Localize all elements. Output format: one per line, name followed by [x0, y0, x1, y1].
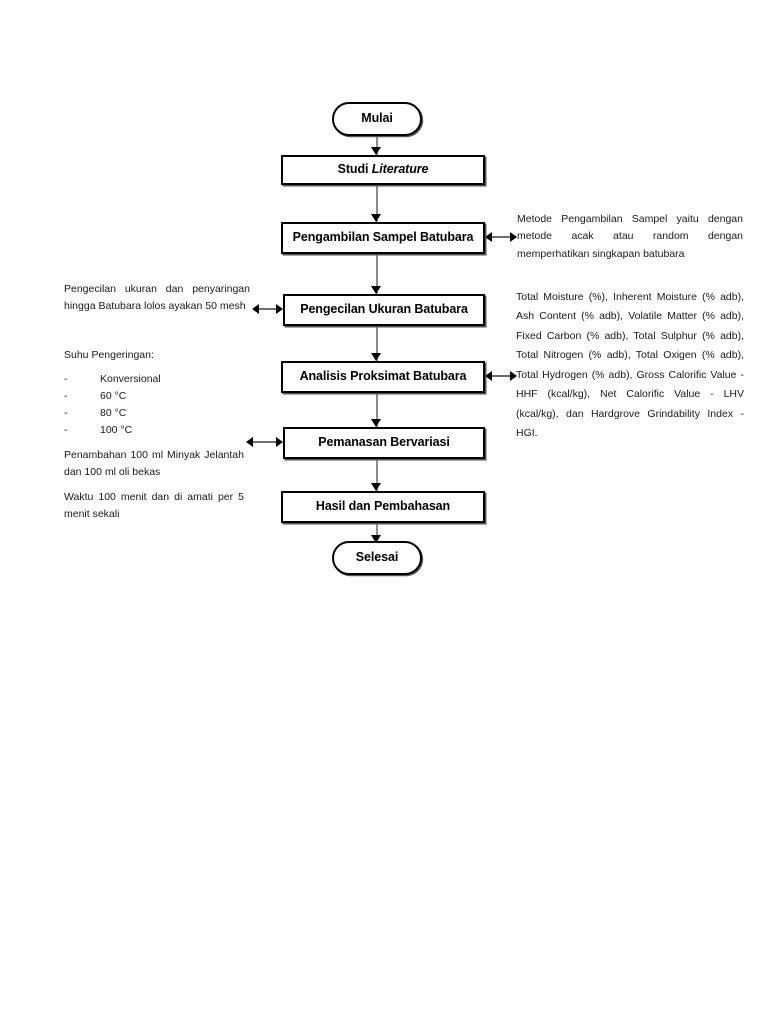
- connector-studi-sampel-line: [376, 185, 378, 222]
- connector-start-studi-head: [371, 147, 381, 155]
- list-bullet-dash: -: [64, 390, 68, 402]
- node-pengambilan-sampel[interactable]: Pengambilan Sampel Batubara: [281, 222, 485, 254]
- arrow-head-left-icon: [246, 437, 253, 447]
- node-pengecilan-ukuran[interactable]: Pengecilan Ukuran Batubara: [283, 294, 485, 326]
- list-item-label: 100 °C: [100, 424, 133, 436]
- arrow-head-left-icon: [485, 232, 492, 242]
- list-bullet-dash: -: [64, 373, 68, 385]
- node-end-label: Selesai: [355, 550, 399, 565]
- node-pengambilan-sampel-label: Pengambilan Sampel Batubara: [292, 230, 474, 245]
- list-item-label: Konversional: [100, 373, 161, 385]
- annotation-sampel-right: Metode Pengambilan Sampel yaitu dengan m…: [517, 211, 743, 263]
- connector-pemanas-hasil-line: [376, 459, 378, 491]
- list-item: - 100 °C: [64, 422, 264, 439]
- arrow-head-left-icon: [252, 304, 259, 314]
- annotation-waktu-left-text: Waktu 100 menit dan di amati per 5 menit…: [64, 491, 244, 521]
- node-pengecilan-ukuran-label: Pengecilan Ukuran Batubara: [300, 302, 468, 317]
- node-pemanasan-bervariasi-label: Pemanasan Bervariasi: [318, 435, 450, 450]
- annotation-waktu-left: Waktu 100 menit dan di amati per 5 menit…: [64, 489, 244, 524]
- list-item-label: 60 °C: [100, 390, 127, 402]
- arrow-head-left-icon: [485, 371, 492, 381]
- arrow-head-right-icon: [510, 371, 517, 381]
- list-item: - 60 °C: [64, 388, 264, 405]
- list-item-label: 80 °C: [100, 407, 127, 419]
- arrow-head-right-icon: [276, 304, 283, 314]
- node-studi-literature-label-italic: Literature: [371, 162, 429, 177]
- annotation-pengecil-left: Pengecilan ukuran dan penyaringan hingga…: [64, 281, 250, 316]
- annotation-suhu-heading-text: Suhu Pengeringan:: [64, 349, 154, 361]
- connector-sampel-to-right-note: [485, 232, 517, 242]
- node-pemanasan-bervariasi[interactable]: Pemanasan Bervariasi: [283, 427, 485, 459]
- node-analisis-proksimat-label: Analisis Proksimat Batubara: [299, 369, 467, 384]
- node-hasil-pembahasan-label: Hasil dan Pembahasan: [315, 499, 451, 514]
- connector-pengecil-analisis-head: [371, 353, 381, 361]
- node-analisis-proksimat[interactable]: Analisis Proksimat Batubara: [281, 361, 485, 393]
- node-start-label: Mulai: [361, 111, 393, 126]
- node-hasil-pembahasan[interactable]: Hasil dan Pembahasan: [281, 491, 485, 523]
- connector-hasil-selesai-line: [376, 523, 378, 543]
- arrow-head-right-icon: [276, 437, 283, 447]
- annotation-penambahan-left-text: Penambahan 100 ml Minyak Jelantah dan 10…: [64, 449, 244, 479]
- list-bullet-dash: -: [64, 424, 68, 436]
- annotation-suhu-list: - Konversional - 60 °C - 80 °C - 100 °C: [64, 371, 264, 439]
- connector-sampel-pengecil-head: [371, 286, 381, 294]
- annotation-analisis-right: Total Moisture (%), Inherent Moisture (%…: [516, 288, 744, 443]
- connector-hasil-selesai-head: [371, 535, 381, 543]
- node-studi-literature-label: Studi Literature: [337, 162, 429, 177]
- connector-analisis-pemanas-head: [371, 419, 381, 427]
- node-end[interactable]: Selesai: [332, 541, 422, 575]
- connector-analisis-pemanas-line: [376, 393, 378, 427]
- node-studi-literature[interactable]: Studi Literature: [281, 155, 485, 185]
- annotation-analisis-right-text: Total Moisture (%), Inherent Moisture (%…: [516, 291, 744, 439]
- list-bullet-dash: -: [64, 407, 68, 419]
- connector-pemanas-to-left-note: [246, 437, 283, 447]
- connector-analisis-to-right-note: [485, 371, 517, 381]
- node-studi-literature-label-normal: Studi: [337, 162, 372, 177]
- node-start[interactable]: Mulai: [332, 102, 422, 136]
- annotation-suhu-heading: Suhu Pengeringan:: [64, 347, 264, 364]
- connector-studi-sampel-head: [371, 214, 381, 222]
- list-item: - Konversional: [64, 371, 264, 388]
- arrow-head-right-icon: [510, 232, 517, 242]
- connector-pengecil-analisis-line: [376, 326, 378, 361]
- annotation-pengecil-left-text: Pengecilan ukuran dan penyaringan hingga…: [64, 283, 250, 313]
- annotation-penambahan-left: Penambahan 100 ml Minyak Jelantah dan 10…: [64, 447, 244, 482]
- connector-pemanas-hasil-head: [371, 483, 381, 491]
- annotation-sampel-right-text: Metode Pengambilan Sampel yaitu dengan m…: [517, 213, 743, 260]
- connector-pengecil-to-left-note: [252, 304, 283, 314]
- connector-sampel-pengecil-line: [376, 254, 378, 294]
- list-item: - 80 °C: [64, 405, 264, 422]
